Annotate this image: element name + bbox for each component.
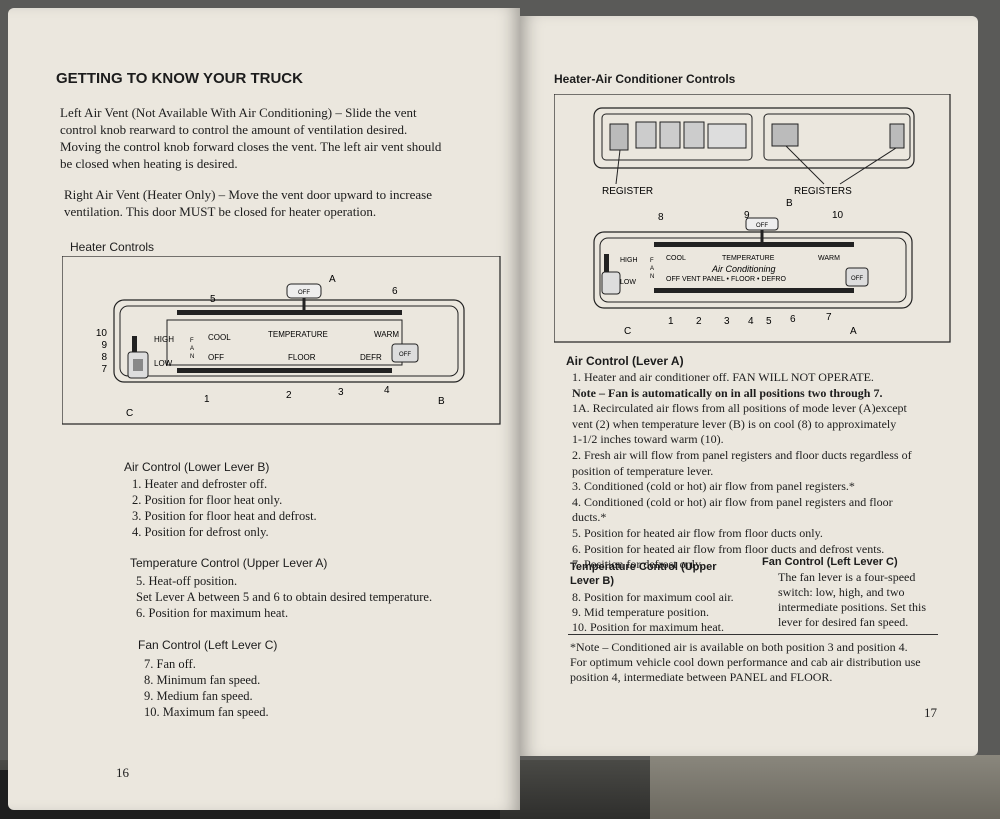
registers-label: REGISTERS xyxy=(794,186,852,197)
svg-text:A: A xyxy=(650,266,654,272)
svg-text:F: F xyxy=(190,338,194,344)
svg-text:C: C xyxy=(624,326,631,337)
temperature-control-list: 5. Heat-off position. Set Lever A betwee… xyxy=(136,574,433,620)
svg-text:1: 1 xyxy=(668,316,674,327)
page-number-17: 17 xyxy=(924,705,937,720)
svg-text:4: 4 xyxy=(748,316,754,327)
svg-text:9: 9 xyxy=(744,210,750,221)
register-label: REGISTER xyxy=(602,186,653,197)
note-divider xyxy=(568,634,938,635)
svg-text:Air Conditioning: Air Conditioning xyxy=(711,264,776,274)
svg-text:LOW: LOW xyxy=(154,359,173,368)
svg-text:OFF: OFF xyxy=(208,353,224,362)
svg-text:OFF: OFF xyxy=(756,223,768,229)
svg-text:WARM: WARM xyxy=(374,330,399,339)
svg-text:F: F xyxy=(650,258,654,264)
temperature-control-title: Temperature Control (Upper Lever A) xyxy=(130,556,328,570)
air-control-lever-a-title: Air Control (Lever A) xyxy=(566,354,684,368)
svg-text:5: 5 xyxy=(766,316,772,327)
right-vent-paragraph: Right Air Vent (Heater Only) – Move the … xyxy=(64,187,432,219)
ac-controls-diagram: REGISTER REGISTERS 8 9 B 10 OFF HIGH LOW… xyxy=(554,94,951,343)
svg-text:LOW: LOW xyxy=(620,279,636,286)
heater-controls-diagram: OFF OFF 5 6 A HIGH LOW F A N COOL TEMPER… xyxy=(62,256,501,425)
letter-c: C xyxy=(126,408,133,419)
svg-text:10: 10 xyxy=(832,210,844,221)
lever-number-6: 6 xyxy=(392,286,398,297)
lever-number-5: 5 xyxy=(210,294,216,305)
svg-text:7: 7 xyxy=(826,312,832,323)
svg-text:4: 4 xyxy=(384,385,390,396)
svg-text:N: N xyxy=(190,354,194,360)
letter-b: B xyxy=(438,396,445,407)
metal-bar-right xyxy=(650,755,1000,819)
svg-text:TEMPERATURE: TEMPERATURE xyxy=(722,255,775,262)
svg-text:2: 2 xyxy=(286,390,292,401)
svg-text:OFF VENT PANEL • FLOOR • DEF: OFF VENT PANEL • FLOOR • DEFRO xyxy=(666,276,786,283)
temperature-control-lever-b-title: Temperature Control (Upper Lever B) xyxy=(570,561,717,587)
air-control-lever-a-list: 1. Heater and air conditioner off. FAN W… xyxy=(572,370,912,572)
svg-text:OFF: OFF xyxy=(851,276,863,282)
svg-text:OFF: OFF xyxy=(399,352,411,358)
svg-text:TEMPERATURE: TEMPERATURE xyxy=(268,330,328,339)
right-page: Heater-Air Conditioner Controls REGISTER… xyxy=(520,16,978,756)
fan-control-lever-c-text: The fan lever is a four-speed switch: lo… xyxy=(778,570,926,629)
left-vent-paragraph: Left Air Vent (Not Available With Air Co… xyxy=(60,105,442,171)
heater-controls-title: Heater Controls xyxy=(70,240,155,254)
svg-text:B: B xyxy=(786,198,793,209)
conditioned-air-note: *Note – Conditioned air is available on … xyxy=(570,640,921,684)
svg-text:9: 9 xyxy=(101,340,107,351)
fan-control-lever-c-title: Fan Control (Left Lever C) xyxy=(762,556,898,568)
svg-text:COOL: COOL xyxy=(666,255,686,262)
svg-text:6: 6 xyxy=(790,314,796,325)
svg-text:N: N xyxy=(650,274,654,280)
svg-text:COOL: COOL xyxy=(208,333,231,342)
svg-text:10: 10 xyxy=(96,328,108,339)
air-control-title: Air Control (Lower Lever B) xyxy=(124,460,270,474)
svg-text:1: 1 xyxy=(204,394,210,405)
svg-text:DEFR: DEFR xyxy=(360,353,382,362)
svg-text:A: A xyxy=(850,326,857,337)
svg-text:A: A xyxy=(190,346,194,352)
svg-text:HIGH: HIGH xyxy=(154,335,174,344)
page-number-16: 16 xyxy=(116,765,129,780)
fan-control-title: Fan Control (Left Lever C) xyxy=(138,638,278,652)
letter-a: A xyxy=(329,274,336,285)
fan-control-list: 7. Fan off. 8. Minimum fan speed. 9. Med… xyxy=(144,657,269,719)
temperature-control-lever-b-list: 8. Position for maximum cool air. 9. Mid… xyxy=(572,590,734,634)
left-page: GETTING TO KNOW YOUR TRUCK Left Air Vent… xyxy=(8,8,520,810)
svg-text:8: 8 xyxy=(101,352,107,363)
svg-text:FLOOR: FLOOR xyxy=(288,353,316,362)
svg-text:2: 2 xyxy=(696,316,702,327)
svg-text:7: 7 xyxy=(101,364,107,375)
page-heading: GETTING TO KNOW YOUR TRUCK xyxy=(56,70,303,87)
svg-text:3: 3 xyxy=(724,316,730,327)
page-heading-right: Heater-Air Conditioner Controls xyxy=(554,72,736,86)
svg-text:3: 3 xyxy=(338,387,344,398)
upper-lever-knob-label: OFF xyxy=(298,290,310,296)
air-control-list: 1. Heater and defroster off. 2. Position… xyxy=(132,477,317,539)
svg-text:8: 8 xyxy=(658,212,664,223)
svg-text:WARM: WARM xyxy=(818,255,840,262)
svg-text:HIGH: HIGH xyxy=(620,257,638,264)
